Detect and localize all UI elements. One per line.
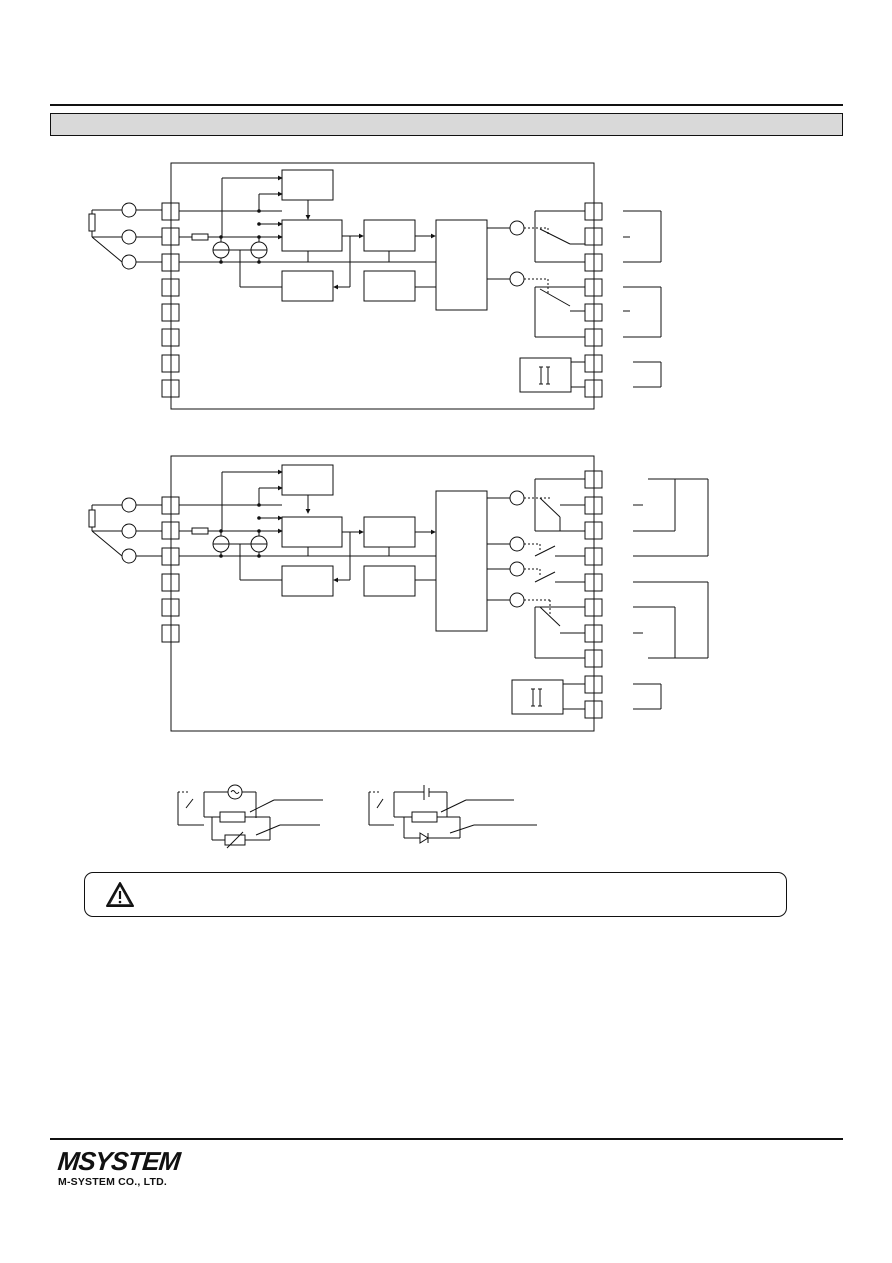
d1-block-a	[281, 169, 334, 201]
section-title-bar	[50, 113, 843, 136]
company-name: M-SYSTEM CO., LTD.	[58, 1176, 167, 1188]
d1-rtd-sensor	[88, 202, 162, 270]
diagram-1	[88, 162, 662, 410]
d1-block-f	[435, 219, 488, 311]
d1-block-b	[281, 219, 343, 252]
d2-input-circuit	[179, 469, 436, 581]
diode-icon	[419, 832, 429, 844]
d2-function-blocks	[281, 464, 488, 632]
coil-icon	[509, 220, 525, 236]
protection-circuit-dc	[368, 785, 537, 844]
d2-rtd-sensor	[88, 497, 162, 564]
protection-circuit-ac	[177, 784, 323, 849]
d1-function-blocks	[281, 169, 488, 311]
coil-icon	[509, 490, 525, 506]
d2-block-e	[363, 565, 416, 597]
coil-icon	[509, 536, 525, 552]
d2-block-b	[281, 516, 343, 548]
d1-block-e	[363, 270, 416, 302]
footer-rule	[50, 1138, 843, 1140]
warning-triangle-icon	[106, 882, 134, 907]
d2-enclosure	[170, 455, 595, 732]
d2-relay-outputs	[487, 478, 585, 715]
coil-icon	[509, 271, 525, 287]
d2-block-a	[281, 464, 334, 496]
warning-box	[84, 872, 787, 917]
logo-mark: MSYSTEM	[56, 1146, 182, 1176]
diagram-2	[88, 455, 709, 732]
d1-relay-outputs	[487, 210, 585, 393]
header-rule	[50, 104, 843, 106]
d2-block-d	[363, 516, 416, 548]
d2-block-f	[435, 490, 488, 632]
coil-icon	[509, 592, 525, 608]
coil-icon	[509, 561, 525, 577]
d1-power-block	[519, 357, 572, 393]
d1-block-d	[363, 219, 416, 252]
d2-block-c	[281, 565, 334, 597]
d2-external-brackets	[633, 478, 709, 710]
d1-enclosure	[170, 162, 595, 410]
d2-power-block	[511, 679, 564, 715]
d1-block-c	[281, 270, 334, 302]
company-logo: MSYSTEM M-SYSTEM CO., LTD.	[56, 1146, 182, 1188]
d1-external-brackets	[623, 210, 662, 388]
